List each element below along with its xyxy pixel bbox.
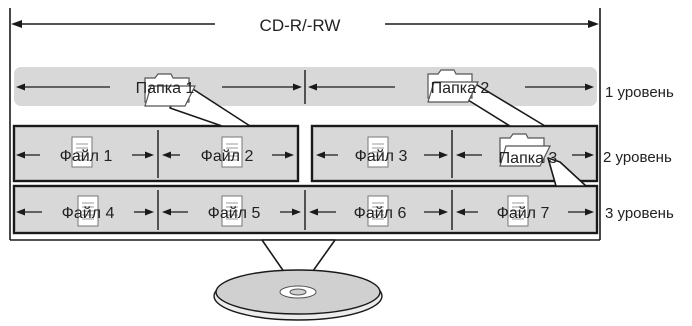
- disc-icon: [213, 269, 383, 321]
- file-icon: [221, 136, 243, 168]
- level-2-arrows: [16, 151, 594, 159]
- level-label-1: 1 уровень: [605, 84, 674, 101]
- group-folder-2: [310, 124, 599, 183]
- item-label-folder-1: Папка 1: [136, 80, 195, 97]
- folder-icon: [499, 133, 551, 167]
- file-icon: [221, 195, 243, 227]
- item-label-folder-2: Папка 2: [431, 80, 490, 97]
- level-1-arrows: [16, 83, 594, 91]
- file-icon: [367, 195, 389, 227]
- callout-folder-3: [547, 157, 587, 187]
- file-icon: [507, 195, 529, 227]
- dividers: [157, 70, 453, 230]
- item-label-file-2: Файл 2: [201, 148, 254, 165]
- level-label-2: 2 уровень: [603, 149, 672, 166]
- title-arrow-left: [11, 20, 22, 28]
- item-label-file-4: Файл 4: [62, 205, 115, 222]
- item-label-folder-3: Папка 3: [499, 150, 558, 167]
- level-3-arrows: [16, 208, 594, 216]
- title-arrow-right: [588, 20, 599, 28]
- folder-icon: [144, 73, 196, 107]
- item-label-file-1: Файл 1: [60, 148, 113, 165]
- diagram-title: CD-R/-RW: [260, 16, 341, 35]
- folder-icon: [427, 69, 479, 103]
- level-2-band-left: [14, 126, 298, 181]
- item-label-file-3: Файл 3: [355, 148, 408, 165]
- callout-disc: [261, 239, 336, 293]
- file-icon: [367, 136, 389, 168]
- item-label-file-5: Файл 5: [208, 205, 261, 222]
- group-folder-1: [12, 124, 300, 183]
- file-icon: [77, 195, 99, 227]
- file-icon: [71, 136, 93, 168]
- item-label-file-6: Файл 6: [354, 205, 407, 222]
- level-label-3: 3 уровень: [605, 205, 674, 222]
- item-label-file-7: Файл 7: [497, 205, 550, 222]
- group-folder-3: [12, 184, 599, 235]
